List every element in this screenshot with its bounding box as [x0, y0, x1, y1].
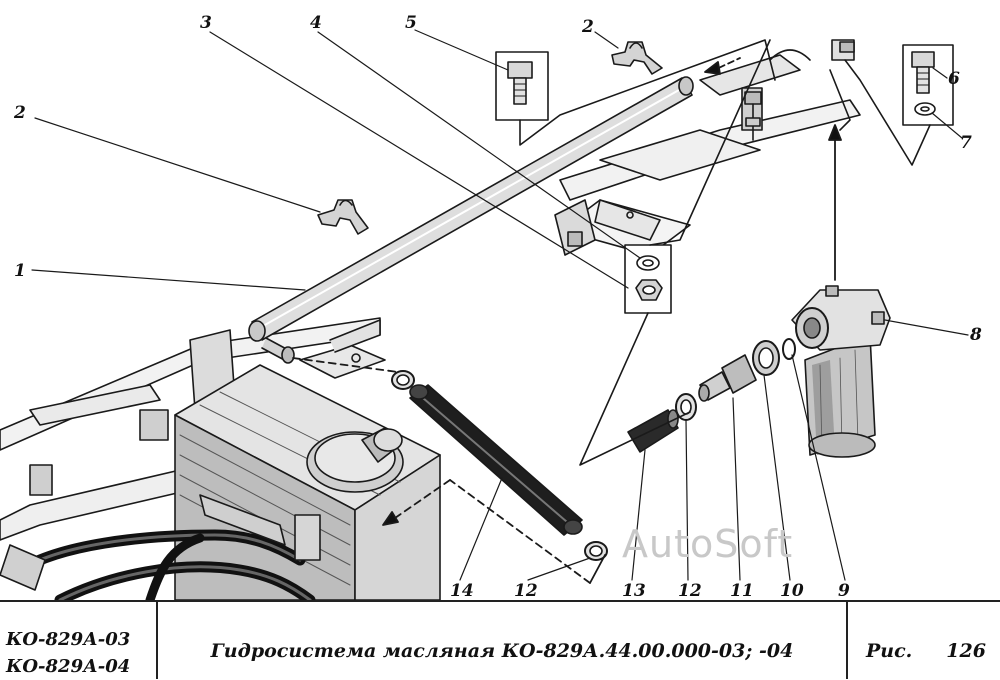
pipe: [248, 76, 694, 364]
nut-10: [752, 340, 780, 376]
callout-label-3: 3: [200, 13, 212, 33]
hose-clamp: [391, 370, 415, 390]
drawing-title: Гидросистема масляная КО-829А.44.00.000-…: [158, 602, 848, 679]
callout-label-13: 13: [622, 581, 646, 600]
model-code: КО-829А-03: [6, 629, 131, 650]
hose-clamp: [675, 393, 697, 421]
model-codes: КО-829А-03 КО-829А-04: [0, 602, 158, 679]
figure-label: Рис.: [866, 640, 913, 662]
callout-label-2: 2: [13, 103, 26, 123]
inset-washer-4-nut-3: [579, 39, 771, 466]
frame-bolts: [744, 41, 855, 141]
ring-9: [782, 338, 796, 360]
callout-label-2: 2: [581, 17, 594, 37]
callout-label-1: 1: [14, 261, 26, 281]
watermark: AutoSoft: [622, 522, 794, 566]
hose-14: [409, 384, 583, 536]
callout-label-10: 10: [780, 581, 804, 600]
title-block: КО-829А-03 КО-829А-04 Гидросистема масля…: [0, 600, 1000, 679]
callout-label-9: 9: [838, 581, 850, 600]
callout-label-14: 14: [450, 581, 474, 600]
inset-bolt-6-washer-7: [844, 44, 954, 166]
leader-lines: [31, 29, 969, 581]
callout-label-6: 6: [948, 69, 960, 89]
model-code: КО-829А-04: [6, 656, 131, 677]
callout-label-4: 4: [310, 13, 322, 33]
callout-label-8: 8: [969, 325, 982, 345]
bracket: [299, 199, 661, 379]
hydraulic-system-diagram: 1 2 2 3 4 5 6 7 8 9 10 11 12 12 13 14: [0, 13, 982, 600]
inset-bolt-5: [495, 39, 776, 146]
callout-label-12: 12: [514, 581, 538, 600]
clamp: [611, 41, 663, 75]
clamp: [317, 199, 369, 235]
filter-8: [791, 285, 891, 458]
callout-label-7: 7: [960, 133, 972, 153]
oil-tank: [174, 364, 441, 600]
figure-reference: Рис. 126: [848, 602, 1000, 679]
figure-number: 126: [946, 640, 986, 662]
hoses: [0, 494, 321, 600]
hose-clamp: [584, 541, 608, 561]
callout-label-5: 5: [405, 13, 417, 33]
sleeve-13: [627, 409, 679, 453]
fitting-11: [698, 354, 757, 402]
callout-label-11: 11: [730, 581, 754, 600]
callout-label-12: 12: [678, 581, 702, 600]
